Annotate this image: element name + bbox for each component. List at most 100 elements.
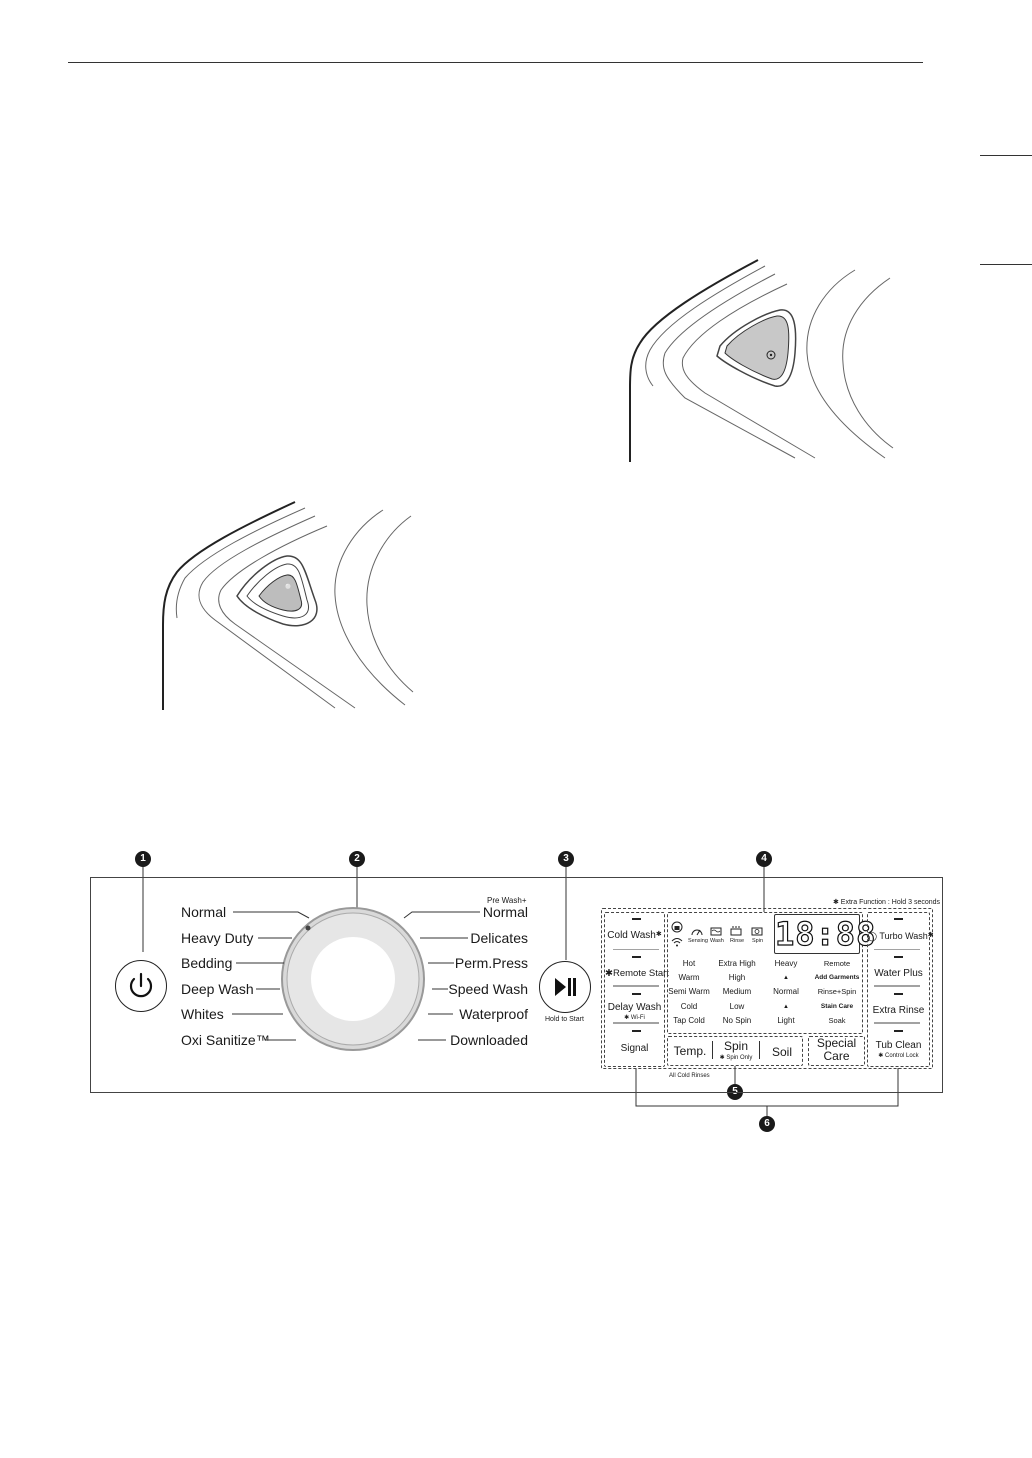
special-option-soak: Soak (828, 1015, 846, 1025)
header-rule (68, 62, 923, 63)
right-buttons-group (867, 912, 930, 1067)
turbo-wash-label: Turbo Wash (879, 931, 928, 941)
remote-start-indicator (632, 956, 641, 958)
extra-rinse-indicator (894, 993, 903, 995)
cycle-speed-wash: Speed Wash (448, 981, 528, 997)
callout-4: 4 (756, 851, 772, 867)
extra-rinse-button[interactable]: Extra Rinse (872, 1005, 925, 1016)
temp-button[interactable]: Temp. (673, 1044, 707, 1058)
cold-wash-button[interactable]: Cold Wash✱ (605, 930, 664, 941)
callout-6: 6 (759, 1116, 775, 1132)
spin-label: Spin (752, 938, 764, 944)
divider-2 (759, 1041, 760, 1059)
delay-wash-sub: ✱ Wi-Fi (624, 1015, 645, 1021)
sensing-label: Sensing (688, 938, 708, 944)
spin-option-medium: Medium (722, 987, 752, 997)
cycle-delicates: Delicates (470, 930, 528, 946)
display-panel-outline (601, 908, 933, 1069)
remote-start-button[interactable]: ✱Remote Start (605, 968, 669, 979)
divider-1 (712, 1041, 713, 1059)
special-option-remote: Remote (823, 959, 851, 968)
special-care-line-1: Special (816, 1036, 857, 1050)
cycle-heavy-duty: Heavy Duty (181, 930, 254, 946)
control-lock-sub: ✱ Control Lock (878, 1053, 919, 1059)
delay-wash-button[interactable]: Delay Wash (607, 1002, 662, 1013)
tub-clean-button[interactable]: Tub Clean (875, 1040, 922, 1051)
extra-function-note: ✱ Extra Function : Hold 3 seconds (833, 899, 941, 906)
special-care-group (808, 1036, 865, 1066)
soil-option-arrow-1: ▲ (783, 975, 789, 982)
cycle-bedding: Bedding (181, 955, 233, 971)
special-care-line-2: Care (823, 1049, 850, 1063)
cold-wash-label: Cold Wash (607, 930, 656, 941)
spin-button[interactable]: Spin (723, 1039, 749, 1053)
special-care-button[interactable]: Special Care (808, 1037, 865, 1063)
cycle-whites: Whites (181, 1006, 224, 1022)
cycle-deep-wash: Deep Wash (181, 981, 254, 997)
signal-indicator (632, 1030, 641, 1032)
turbo-wash-button[interactable]: ◯ Turbo Wash✱ (867, 931, 934, 942)
time-display: 18:88 (774, 914, 877, 954)
spin-only-sub: ✱ Spin Only (719, 1055, 753, 1061)
temp-spin-soil-group (667, 1036, 803, 1066)
turbo-wash-indicator (894, 918, 903, 920)
spin-option-high: High (728, 973, 746, 983)
soil-option-light: Light (777, 1015, 795, 1025)
turbo-wash-star: ✱ (927, 932, 934, 939)
wifi-icon (671, 938, 683, 947)
soil-options: Heavy ▲ Normal ▲ Light (764, 957, 808, 1028)
rinse-label: Rinse (730, 938, 745, 944)
time-digits: 18:88 (774, 915, 877, 953)
control-panel (90, 877, 943, 1093)
svg-text:⚪: ⚪ (285, 583, 291, 590)
margin-tab-top (980, 155, 1032, 156)
wash-label: Wash (710, 938, 724, 944)
cycle-knob[interactable] (280, 906, 426, 1052)
margin-tab-bottom (980, 264, 1032, 265)
temp-option-warm: Warm (678, 973, 700, 983)
water-plus-indicator (894, 956, 903, 958)
washer-top-illustration-small: ⚪ (162, 501, 414, 710)
special-option-add-garments: Add Garments (814, 974, 860, 982)
signal-button[interactable]: Signal (620, 1043, 649, 1054)
cycle-normal-right: Normal (482, 904, 528, 920)
sensing-icon (691, 929, 703, 936)
temp-option-cold: Cold (680, 1001, 698, 1011)
cold-wash-indicator (632, 918, 641, 920)
soil-option-heavy: Heavy (774, 959, 798, 968)
special-options: Remote Add Garments Rinse+Spin Stain Car… (810, 957, 864, 1028)
tub-clean-indicator (894, 1030, 903, 1032)
soil-option-arrow-2: ▲ (783, 1003, 789, 1010)
hold-to-start-label: Hold to Start (545, 1016, 584, 1023)
turbo-wash-icon: ◯ (867, 931, 878, 941)
special-option-stain-care: Stain Care (820, 1002, 854, 1010)
cold-wash-star: ✱ (655, 931, 662, 938)
spin-option-no-spin: No Spin (722, 1015, 752, 1025)
callout-2: 2 (349, 851, 365, 867)
soil-button[interactable]: Soil (771, 1045, 792, 1059)
soil-option-normal: Normal (773, 987, 799, 997)
washer-top-illustration-large (629, 259, 894, 462)
cycle-oxi-sanitize: Oxi Sanitize™ (181, 1032, 270, 1048)
temp-option-hot: Hot (682, 959, 696, 968)
spin-options: Extra High High Medium Low No Spin (713, 957, 761, 1028)
water-plus-button[interactable]: Water Plus (874, 968, 923, 979)
power-button[interactable] (115, 960, 167, 1012)
spin-option-extra-high: Extra High (718, 959, 756, 968)
temp-option-semi-warm: Semi Warm (668, 987, 710, 997)
prewash-label: Pre Wash+ (487, 896, 527, 905)
options-group (667, 912, 863, 1034)
right-column-dividers (874, 949, 920, 1024)
start-pause-button[interactable] (539, 961, 591, 1013)
left-column-dividers (613, 949, 659, 1024)
power-icon (129, 972, 152, 997)
temp-options: Hot Warm Semi Warm Cold Tap Cold (667, 957, 711, 1028)
delay-wash-indicator (632, 993, 641, 995)
cycle-perm-press: Perm.Press (454, 955, 528, 971)
callout-1: 1 (135, 851, 151, 867)
play-pause-icon (554, 977, 576, 996)
all-cold-rinses-label: All Cold Rinses (669, 1073, 710, 1079)
cycle-downloaded: Downloaded (450, 1032, 528, 1048)
